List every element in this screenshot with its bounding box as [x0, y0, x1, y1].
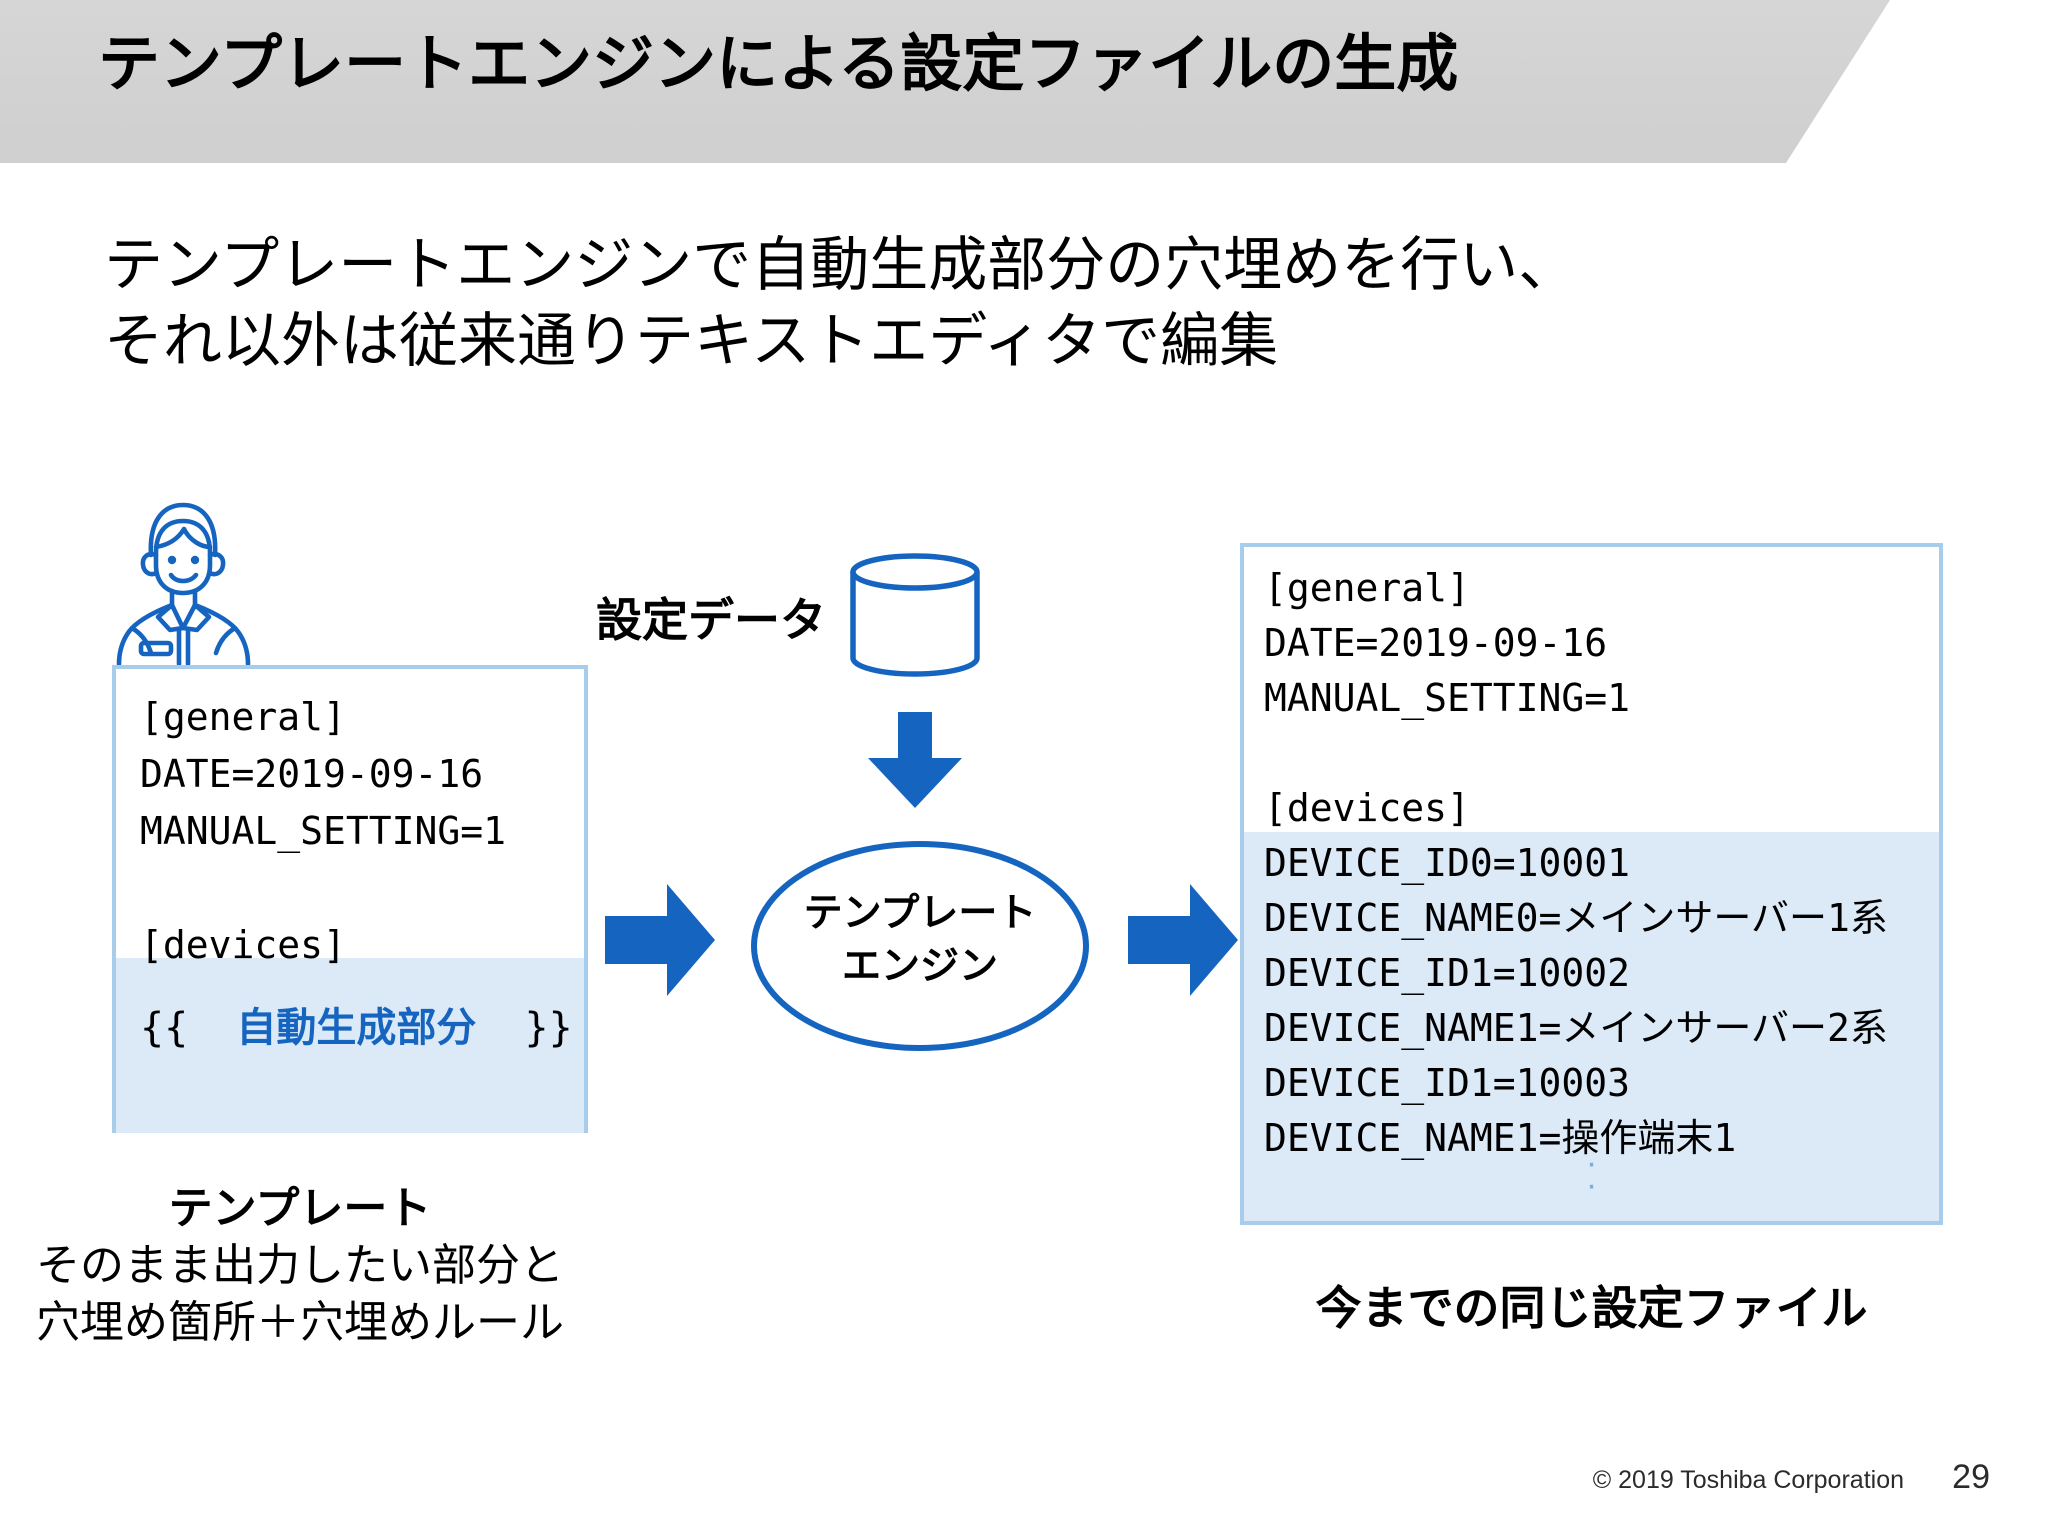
template-caption: テンプレート そのまま出力したい部分と 穴埋め箇所＋穴埋めルール: [20, 1180, 580, 1352]
person-icon: [116, 502, 251, 667]
subtitle-line-2: それ以外は従来通りテキストエディタで編集: [104, 307, 1279, 374]
page-number: 29: [1952, 1458, 1990, 1496]
template-caption-line-1: そのまま出力したい部分と: [36, 1241, 564, 1291]
ellipsis-dot-2: ·: [1585, 1166, 1598, 1204]
config-data-label: 設定データ: [596, 594, 826, 646]
template-caption-line-2: 穴埋め箇所＋穴埋めルール: [36, 1298, 564, 1348]
vertical-ellipsis-icon: · ·: [1244, 1144, 1939, 1204]
arrow-right-engine-to-output-icon: [1128, 884, 1238, 996]
title-bar: [0, 0, 1890, 163]
generated-devices-highlight: [1244, 832, 1939, 1221]
placeholder-label: 自動生成部分: [236, 1006, 477, 1050]
placeholder-open-braces: {{: [140, 1005, 189, 1051]
subtitle-block: テンプレートエンジンで自動生成部分の穴埋めを行い、 それ以外は従来通りテキストエ…: [104, 228, 1577, 379]
engine-label-line-2: エンジン: [841, 944, 998, 988]
arrow-right-template-to-engine-icon: [605, 884, 715, 996]
template-engine-label: テンプレート エンジン: [750, 888, 1090, 993]
template-code-text: [general] DATE=2019-09-16 MANUAL_SETTING…: [140, 695, 507, 967]
generated-config-caption: 今までの同じ設定ファイル: [1315, 1282, 1868, 1334]
template-placeholder-expression: {{ 自動生成部分 }}: [140, 1008, 573, 1048]
template-caption-title: テンプレート: [168, 1184, 432, 1233]
subtitle-line-1: テンプレートエンジンで自動生成部分の穴埋めを行い、: [104, 232, 1578, 298]
footer-copyright: © 2019 Toshiba Corporation: [1592, 1466, 1904, 1494]
ellipsis-dot-1: ·: [1585, 1144, 1598, 1182]
template-file-panel: [general] DATE=2019-09-16 MANUAL_SETTING…: [112, 665, 588, 1133]
down-arrow-icon: [868, 712, 962, 808]
template-placeholder-highlight: [116, 958, 584, 1133]
template-engine-shape: [751, 841, 1089, 1051]
page-title: テンプレートエンジンによる設定ファイルの生成: [98, 30, 1459, 99]
engine-label-line-1: テンプレート: [803, 892, 1037, 935]
generated-config-text: [general] DATE=2019-09-16 MANUAL_SETTING…: [1264, 566, 1888, 1160]
placeholder-close-braces: }}: [524, 1005, 573, 1051]
generated-config-panel: [general] DATE=2019-09-16 MANUAL_SETTING…: [1240, 543, 1943, 1225]
database-cylinder-icon: [850, 553, 980, 677]
